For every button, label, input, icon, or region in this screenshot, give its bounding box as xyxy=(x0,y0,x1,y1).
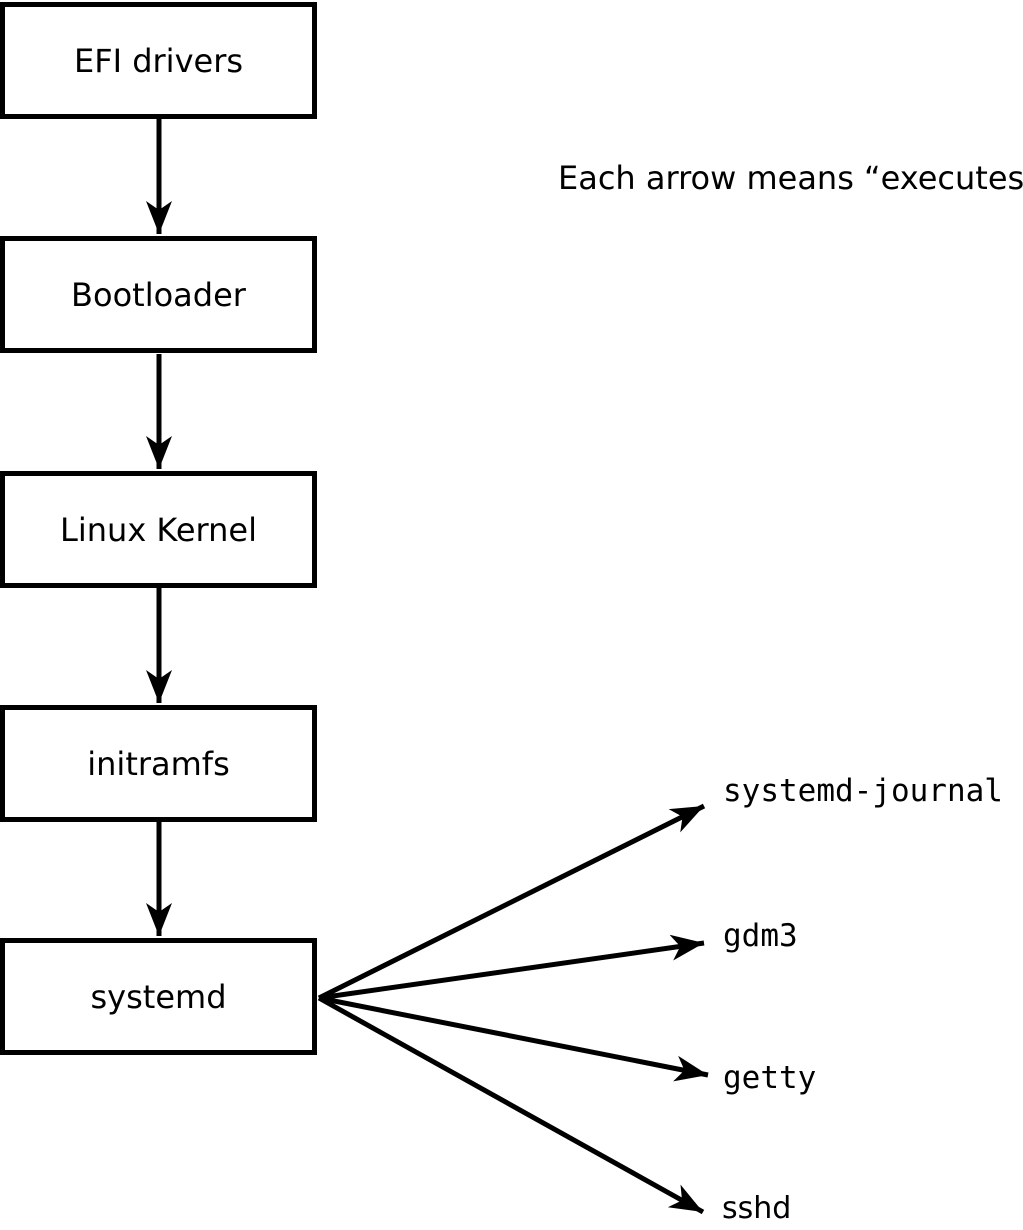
process-label-systemd-journal: systemd-journal xyxy=(723,773,1003,809)
box-linux-kernel-label: Linux Kernel xyxy=(60,510,257,549)
box-initramfs: initramfs xyxy=(0,705,317,822)
box-initramfs-label: initramfs xyxy=(87,744,230,783)
box-linux-kernel: Linux Kernel xyxy=(0,471,317,588)
arrow-meaning-note: Each arrow means “executes”. xyxy=(558,159,1023,197)
process-label-getty: getty xyxy=(723,1060,817,1096)
box-systemd: systemd xyxy=(0,938,317,1055)
box-bootloader-label: Bootloader xyxy=(71,275,246,314)
arrow-systemd-to-gdm3 xyxy=(318,934,705,1001)
arrow-systemd-to-systemd-journal xyxy=(317,803,706,1001)
arrow-systemd-to-sshd xyxy=(317,995,705,1215)
box-efi-drivers-label: EFI drivers xyxy=(73,41,244,80)
process-label-gdm3: gdm3 xyxy=(723,918,798,954)
box-systemd-label: systemd xyxy=(90,977,227,1016)
box-bootloader: Bootloader xyxy=(0,236,317,353)
process-label-sshd: sshd xyxy=(722,1191,792,1226)
arrow-systemd-to-getty xyxy=(318,995,709,1082)
box-efi-drivers: EFI drivers xyxy=(0,2,317,119)
